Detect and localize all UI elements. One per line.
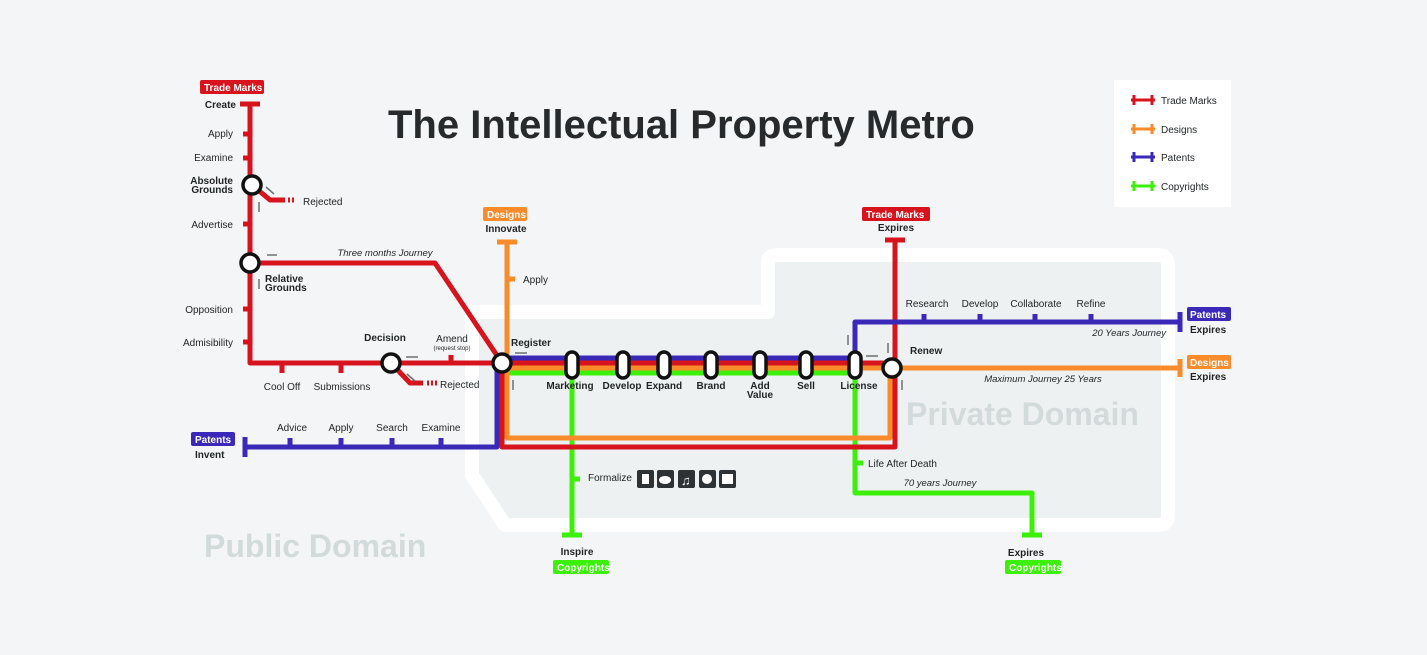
copyrights-stops-0-label: Formalize	[588, 473, 632, 484]
patents-stops-0-label: Advice	[277, 423, 307, 434]
trade_marks-stops-4-label: Rejected	[303, 197, 342, 208]
station-relative-grounds	[239, 252, 261, 274]
legend-trade-marks: Trade Marks	[1161, 96, 1217, 107]
line-tags: Trade Marks Designs Trade Marks Patents …	[191, 80, 1231, 574]
svg-text:♫: ♫	[681, 473, 691, 488]
trade_marks-stops-6-label: Relative	[265, 274, 304, 285]
trunk-stations-1-label: Develop	[603, 381, 642, 392]
trade_marks-stops-2-label: Absolute	[190, 176, 233, 187]
legend-designs: Designs	[1161, 125, 1197, 136]
direction-arrows	[258, 186, 903, 390]
copyrights-journey-label: 70 years Journey	[904, 478, 978, 489]
designs-end-label: Expires	[1190, 372, 1227, 383]
trade_marks-stops-14-label: (request stop)	[433, 346, 470, 352]
trade_marks-tag-label: Trade Marks	[204, 83, 263, 94]
trade_marks-stops-7-label: Grounds	[265, 283, 307, 294]
station-brand	[703, 350, 719, 380]
copyrights-line	[502, 370, 1042, 538]
trade_marks-end_tag-label: Trade Marks	[866, 210, 925, 221]
public-domain-label: Public Domain	[204, 528, 426, 564]
patents-stops-3-label: Examine	[422, 423, 461, 434]
trunk-stations-6-label: Sell	[797, 381, 815, 392]
trade_marks-journey-label: Three months Journey	[337, 248, 433, 259]
copyright-media-icons: ♫	[637, 470, 736, 488]
legend-swatch-patents	[1131, 152, 1155, 162]
trunk-stations-0-label: Marketing	[546, 381, 593, 392]
designs-line	[497, 239, 1183, 441]
patents-private_stops-1-label: Develop	[962, 299, 999, 310]
station-register	[491, 352, 513, 374]
trunk-stations-7-label: License	[840, 381, 878, 392]
station-decision	[380, 352, 402, 374]
legend: Trade Marks Designs Patents Copyrights	[1114, 80, 1231, 207]
trade_marks-end-label: Expires	[878, 223, 915, 234]
station-absolute-grounds	[241, 174, 263, 196]
patents-stops-2-label: Search	[376, 423, 408, 434]
trade_marks-stops-12-label: Decision	[364, 333, 406, 344]
interchange-stations	[239, 174, 903, 380]
trunk-stations-2-label: Expand	[646, 381, 682, 392]
copyrights-start-label: Inspire	[561, 547, 594, 558]
copyrights-tag-label: Copyrights	[557, 563, 610, 574]
patents-start-label: Invent	[195, 450, 225, 461]
designs-tag-label: Designs	[487, 210, 526, 221]
copyrights-end-label: Expires	[1008, 548, 1045, 559]
trade_marks-stops-3-label: Grounds	[191, 185, 233, 196]
trade_marks-stops-10-label: Cool Off	[264, 382, 301, 393]
legend-swatch-designs	[1131, 124, 1155, 134]
trade_marks-stops-11-label: Submissions	[314, 382, 371, 393]
trade_marks-stops-0-label: Apply	[208, 129, 233, 140]
designs-stops-0-label: Apply	[523, 275, 548, 286]
station-license	[847, 350, 863, 380]
station-sell	[798, 350, 814, 380]
patents-line	[242, 312, 1183, 457]
trade_marks-stops-5-label: Advertise	[191, 220, 233, 231]
designs-journey-label: Maximum Journey 25 Years	[984, 374, 1102, 385]
music-icon	[678, 470, 695, 488]
patents-private_stops-0-label: Research	[906, 299, 949, 310]
trunk-renew-label: Renew	[910, 346, 942, 357]
patents-end_tag-label: Patents	[1190, 310, 1227, 321]
private-domain-label: Private Domain	[906, 396, 1139, 432]
copyrights-end_tag-label: Copyrights	[1009, 563, 1062, 574]
patents-private_stops-3-label: Refine	[1077, 299, 1106, 310]
trade_marks-stops-8-label: Opposition	[185, 305, 233, 316]
station-labels: Create Apply Examine Absolute Grounds Re…	[183, 100, 1227, 559]
designs-start-label: Innovate	[485, 224, 527, 235]
legend-copyrights: Copyrights	[1161, 182, 1209, 193]
designs-end_tag-label: Designs	[1190, 358, 1229, 369]
trunk-stations-5-label: Value	[747, 390, 774, 401]
station-renew	[881, 357, 903, 379]
legend-swatch-trade-marks	[1131, 95, 1155, 105]
patents-private_stops-2-label: Collaborate	[1010, 299, 1062, 310]
patents-stops-1-label: Apply	[328, 423, 353, 434]
trade_marks-start-label: Create	[205, 100, 237, 111]
legend-patents: Patents	[1161, 153, 1195, 164]
trade_marks-stops-13-label: Amend	[436, 334, 468, 345]
patents-journey-label: 20 Years Journey	[1091, 328, 1167, 339]
trade_marks-stops-9-label: Admisibility	[183, 338, 233, 349]
patents-tag-label: Patents	[195, 435, 232, 446]
station-marketing	[564, 350, 580, 380]
station-expand	[656, 350, 672, 380]
station-develop	[615, 350, 631, 380]
trunk-stations-4-label: Add	[750, 381, 769, 392]
patents-end-label: Expires	[1190, 325, 1227, 336]
trade_marks-stops-15-label: Rejected	[440, 380, 479, 391]
trade_marks-stops-1-label: Examine	[194, 153, 233, 164]
copyrights-stops-1-label: Life After Death	[868, 459, 937, 470]
legend-swatch-copyrights	[1131, 181, 1155, 191]
trunk-register-label: Register	[511, 338, 551, 349]
page-title: The Intellectual Property Metro	[388, 103, 975, 147]
station-add-value	[752, 350, 768, 380]
trunk-stations-3-label: Brand	[697, 381, 726, 392]
